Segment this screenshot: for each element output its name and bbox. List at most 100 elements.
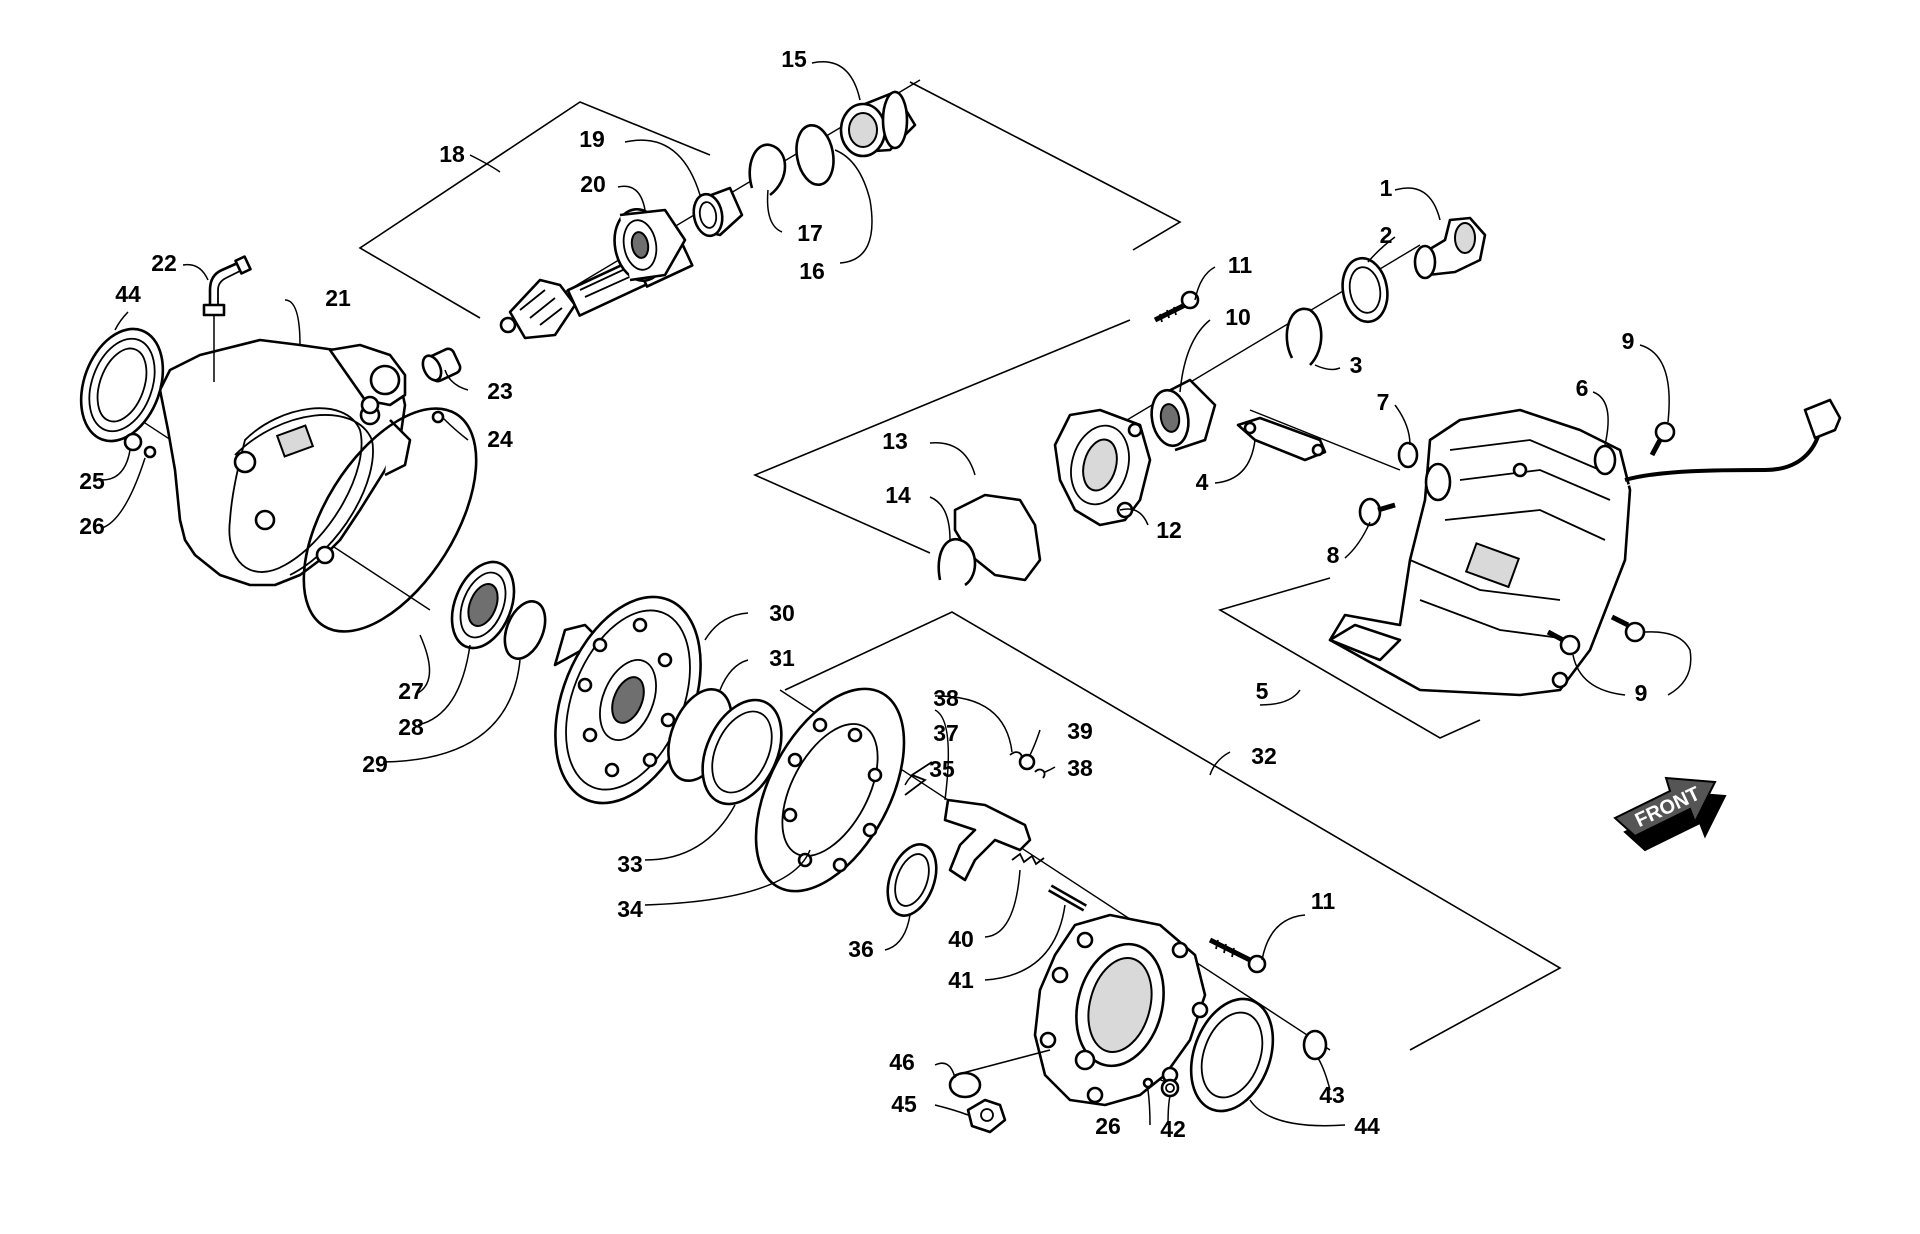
seal-2 xyxy=(1341,256,1389,324)
o-ring-large xyxy=(302,407,478,633)
shim-29 xyxy=(503,600,547,660)
callout-14: 14 xyxy=(885,482,911,508)
snap-ring-17 xyxy=(748,143,787,197)
callout-25: 25 xyxy=(79,468,105,494)
shift-fork-37 xyxy=(943,798,1032,882)
plug-42 xyxy=(1160,1078,1180,1098)
screw-9-right xyxy=(1610,614,1646,643)
callout-15: 15 xyxy=(781,46,807,72)
callout-27: 27 xyxy=(398,678,424,704)
callout-21: 21 xyxy=(325,285,351,311)
callout-24: 24 xyxy=(487,426,513,452)
callout-36: 36 xyxy=(848,936,874,962)
seal-left xyxy=(79,327,165,443)
input-coupler-1 xyxy=(1413,216,1487,280)
callout-38-top: 38 xyxy=(933,685,959,711)
callout-1: 1 xyxy=(1380,175,1393,201)
callout-9-top: 9 xyxy=(1622,328,1635,354)
group-bracket-18 xyxy=(358,101,711,319)
callout-5: 5 xyxy=(1256,678,1269,704)
bushing-19 xyxy=(692,186,744,238)
assembly-axis-lines xyxy=(109,79,1421,1086)
callout-17: 17 xyxy=(797,220,823,246)
callout-11-bottom: 11 xyxy=(1311,888,1336,914)
callout-33: 33 xyxy=(617,851,643,877)
callout-46: 46 xyxy=(889,1049,915,1075)
shift-actuator-6 xyxy=(1328,408,1632,697)
callout-37: 37 xyxy=(933,720,959,746)
spring-40 xyxy=(1011,852,1045,866)
callout-30: 30 xyxy=(769,600,795,626)
group-bracket-5 xyxy=(1217,577,1481,739)
input-housing-12 xyxy=(1053,408,1152,527)
bearing-28 xyxy=(450,560,516,650)
callout-41: 41 xyxy=(948,967,974,993)
washer-43 xyxy=(1302,1029,1328,1061)
callout-9-bottom: 9 xyxy=(1635,680,1648,706)
callout-8: 8 xyxy=(1327,542,1340,568)
clip-38-bottom xyxy=(1034,768,1046,779)
bearing-36 xyxy=(886,843,938,917)
callout-38-right: 38 xyxy=(1067,755,1093,781)
screw-9-top xyxy=(1649,421,1676,457)
vent-fitting xyxy=(202,255,252,382)
callout-39: 39 xyxy=(1067,718,1093,744)
gear-case-housing xyxy=(158,338,412,587)
callout-23: 23 xyxy=(487,378,513,404)
screw-11-bottom xyxy=(1208,937,1267,974)
callout-18: 18 xyxy=(439,141,465,167)
callout-7: 7 xyxy=(1377,389,1390,415)
callout-12: 12 xyxy=(1156,517,1182,543)
shim-16 xyxy=(795,123,835,187)
callout-26-bottom: 26 xyxy=(1095,1113,1121,1139)
front-direction-arrow: FRONT xyxy=(1613,776,1727,852)
o-ring-7 xyxy=(1397,441,1419,469)
bolt-45 xyxy=(966,1098,1007,1134)
callout-13: 13 xyxy=(882,428,908,454)
callout-40: 40 xyxy=(948,926,974,952)
roller-39 xyxy=(1018,753,1036,771)
callout-4: 4 xyxy=(1196,469,1209,495)
callout-20: 20 xyxy=(580,171,606,197)
callout-34: 34 xyxy=(617,896,643,922)
leader-lines xyxy=(101,61,1692,1127)
snap-ring-3 xyxy=(1285,307,1323,366)
screw-9-left xyxy=(1546,629,1581,656)
group-bracket-18-right xyxy=(909,81,1182,251)
callout-26-left: 26 xyxy=(79,513,105,539)
callout-2: 2 xyxy=(1380,222,1393,248)
screw-11-top xyxy=(1153,290,1200,323)
front-cover-32 xyxy=(1033,913,1209,1107)
callout-35: 35 xyxy=(929,756,955,782)
callout-3: 3 xyxy=(1350,352,1363,378)
callout-32: 32 xyxy=(1251,743,1277,769)
callout-29: 29 xyxy=(362,751,388,777)
pin-26-bottom xyxy=(1142,1077,1154,1089)
callout-10: 10 xyxy=(1225,304,1251,330)
callout-44-left: 44 xyxy=(115,281,141,307)
bracket-4 xyxy=(1236,416,1327,462)
callout-28: 28 xyxy=(398,714,424,740)
callout-19: 19 xyxy=(579,126,605,152)
pin-24 xyxy=(431,410,445,424)
drain-plug-left xyxy=(123,432,157,459)
seal-bottom xyxy=(1189,997,1275,1113)
callout-43: 43 xyxy=(1319,1082,1345,1108)
plug-8 xyxy=(1358,497,1396,527)
group-bracket-32 xyxy=(784,611,1562,1051)
callout-45: 45 xyxy=(891,1091,917,1117)
bearing-20 xyxy=(613,207,687,283)
callout-numbers: 1 2 3 4 5 6 7 8 9 9 10 11 11 12 13 14 15… xyxy=(79,46,1647,1142)
callout-6: 6 xyxy=(1576,375,1589,401)
callout-31: 31 xyxy=(769,645,795,671)
bearing-10 xyxy=(1150,378,1217,452)
pinion-bearing-small xyxy=(421,347,462,383)
shift-shaft-41 xyxy=(1048,884,1087,912)
snap-ring-14 xyxy=(937,537,977,587)
wire-harness xyxy=(1624,398,1842,487)
callout-16: 16 xyxy=(799,258,825,284)
spring-35 xyxy=(904,761,933,796)
callout-22: 22 xyxy=(151,250,177,276)
callout-11-top: 11 xyxy=(1228,252,1253,278)
